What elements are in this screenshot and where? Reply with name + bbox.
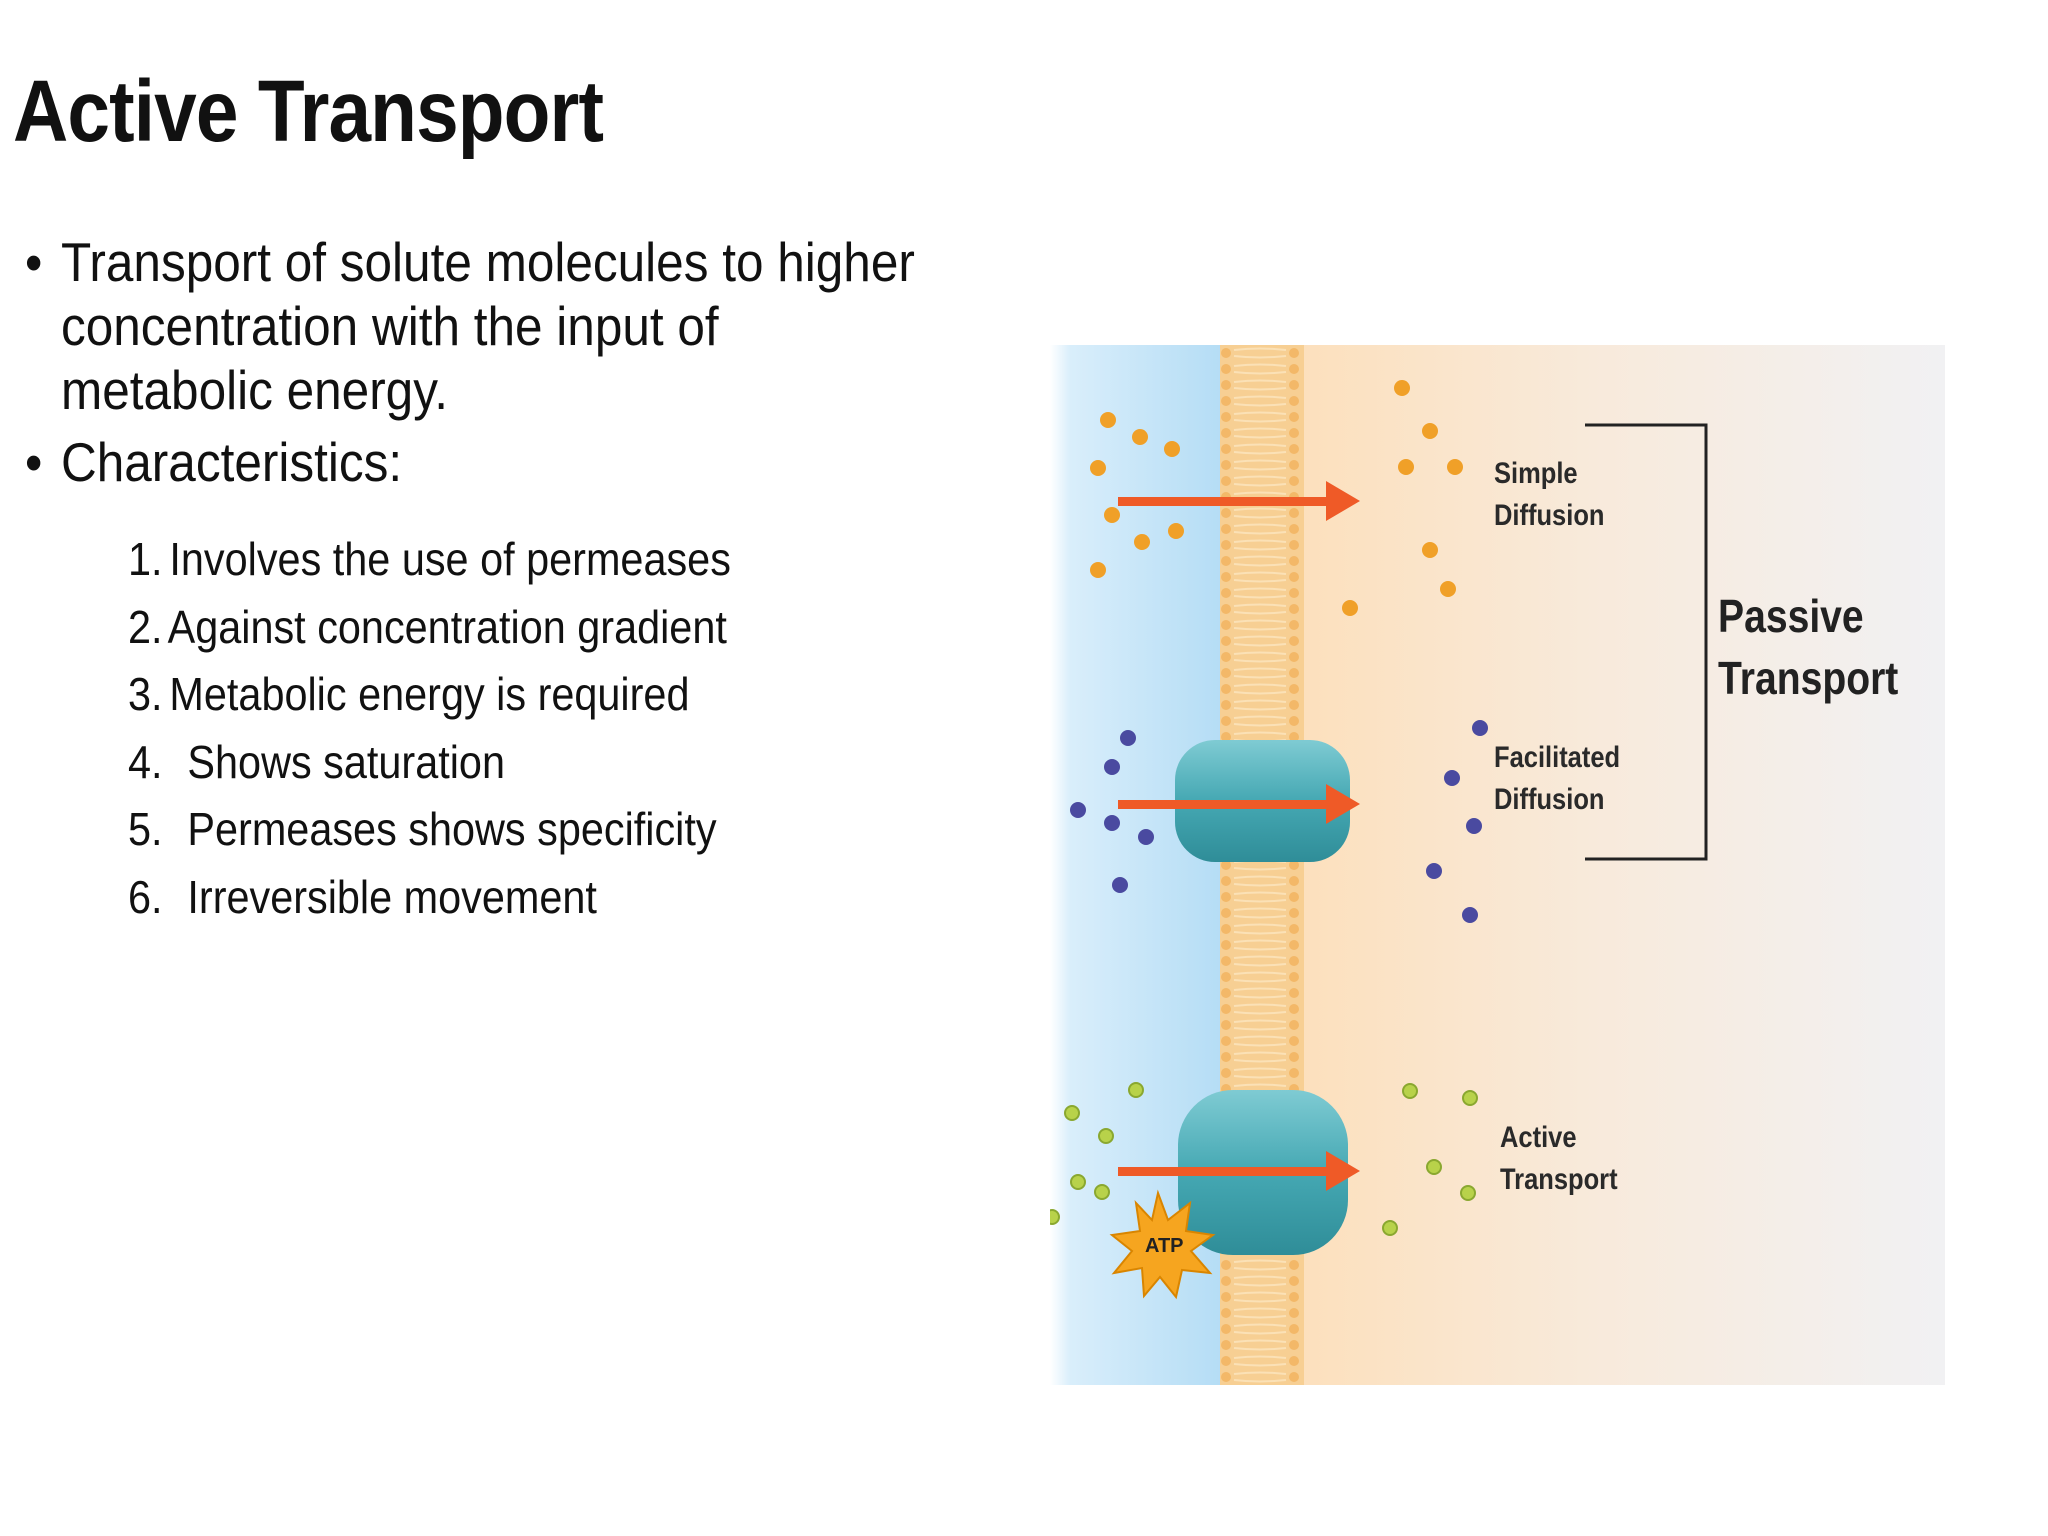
- bullet-marker: •: [25, 231, 43, 293]
- list-text: Metabolic energy is required: [169, 668, 690, 721]
- transport-arrows: [1118, 481, 1360, 1191]
- list-number: 5.: [128, 803, 163, 856]
- bullet-item: • Transport of solute molecules to highe…: [25, 230, 925, 422]
- facilitated-diffusion-label: Facilitated Diffusion: [1494, 741, 1621, 816]
- bullet-marker: •: [25, 431, 43, 493]
- list-item: 2.Against concentration gradient: [128, 594, 731, 662]
- atp-label: ATP: [1145, 1235, 1184, 1257]
- transport-diagram-graphic: [1050, 345, 1945, 1385]
- list-text: Irreversible movement: [187, 870, 597, 923]
- list-item: 6. Irreversible movement: [128, 864, 731, 932]
- intracellular-region: [1304, 345, 1945, 1385]
- list-item: 1.Involves the use of permeases: [128, 526, 731, 594]
- active-transport-label: Active Transport: [1500, 1121, 1618, 1196]
- list-item: 4. Shows saturation: [128, 729, 731, 797]
- active-transport-molecules: [1050, 1082, 1478, 1236]
- list-number: 4.: [128, 735, 163, 788]
- list-item: 5. Permeases shows specificity: [128, 796, 731, 864]
- passive-transport-label: Passive Transport: [1718, 590, 1899, 704]
- bullet-item: • Characteristics:: [25, 430, 925, 494]
- list-number: 2.: [128, 600, 163, 653]
- bullet-text: Characteristics:: [61, 431, 403, 493]
- list-text: Against concentration gradient: [167, 600, 727, 653]
- facilitated-diffusion-molecules: [1070, 720, 1488, 923]
- list-text: Involves the use of permeases: [169, 533, 731, 585]
- atp-burst: [1109, 1189, 1216, 1300]
- list-text: Permeases shows specificity: [187, 803, 717, 856]
- list-number: 3.: [128, 668, 163, 721]
- slide-title: Active Transport: [13, 63, 604, 160]
- list-item: 3.Metabolic energy is required: [128, 661, 731, 729]
- simple-diffusion-label: Simple Diffusion: [1494, 457, 1605, 532]
- list-number: 6.: [128, 870, 163, 923]
- passive-transport-bracket: [1585, 423, 1708, 861]
- characteristics-list: 1.Involves the use of permeases 2.Agains…: [128, 526, 798, 932]
- bullet-list: • Transport of solute molecules to highe…: [25, 230, 1025, 494]
- transport-diagram: Simple Diffusion Facilitated Diffusion A…: [1050, 345, 1945, 1385]
- list-text: Shows saturation: [187, 735, 505, 788]
- simple-diffusion-molecules: [1090, 380, 1463, 616]
- bullet-text: Transport of solute molecules to higher …: [61, 231, 915, 421]
- list-number: 1.: [128, 533, 163, 585]
